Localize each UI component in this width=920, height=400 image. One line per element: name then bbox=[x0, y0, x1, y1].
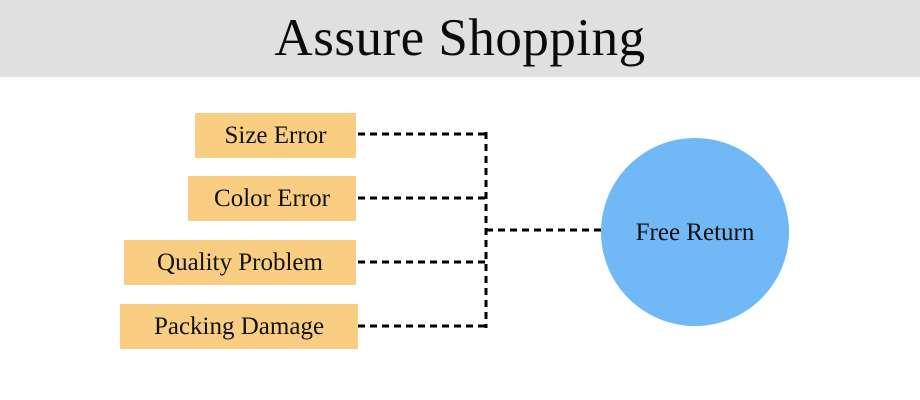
cause-box-packing-damage[interactable]: Packing Damage bbox=[120, 304, 358, 349]
effect-circle-free-return[interactable]: Free Return bbox=[601, 138, 789, 326]
cause-box-quality-problem[interactable]: Quality Problem bbox=[124, 240, 356, 285]
cause-box-size-error[interactable]: Size Error bbox=[195, 113, 356, 158]
page-title: Assure Shopping bbox=[274, 9, 646, 67]
cause-box-color-error[interactable]: Color Error bbox=[188, 176, 356, 221]
header-band bbox=[0, 0, 920, 77]
